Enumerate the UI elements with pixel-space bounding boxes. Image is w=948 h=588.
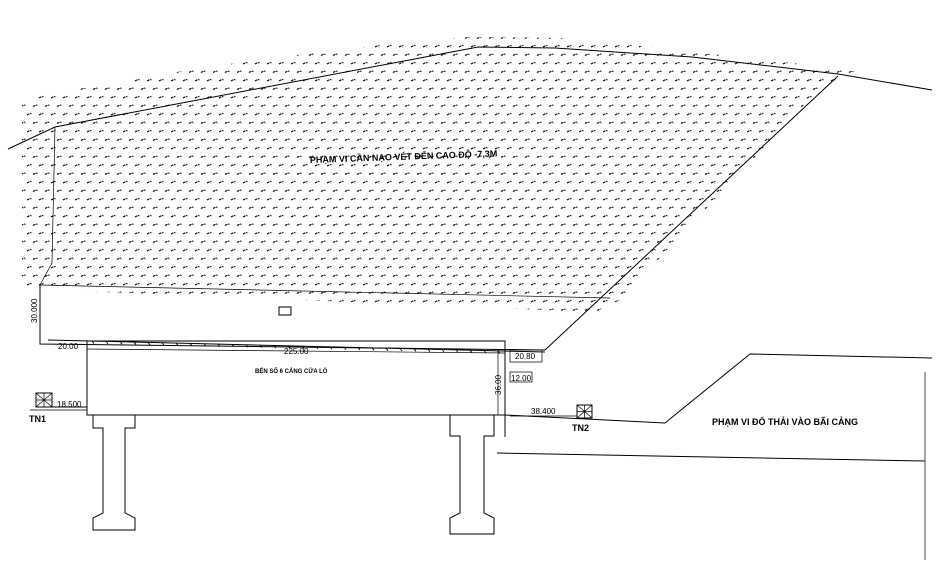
tn1-marker [35,392,53,408]
tn2-label: TN2 [572,423,589,433]
dim-225-00: 225.00 [284,347,309,356]
basin-marker [278,306,292,316]
dim-38-400: 38.400 [531,407,556,416]
wharf-front-ticks [91,340,501,354]
dump-zone-label: PHẠM VI ĐỔ THẢI VÀO BÃI CẢNG [712,416,858,427]
dim-box-20-80 [509,349,543,363]
dim-20-00: 20.00 [58,342,79,351]
pier-right [449,415,495,535]
dump-zone-outline [664,353,933,424]
dim-30000: 30.000 [30,298,39,323]
dredge-area-hatch [22,37,860,311]
top-boundary-line [7,46,933,150]
dim-36-00: 36.00 [494,374,503,395]
tn2-marker [576,404,593,419]
dim-box-12-00 [509,371,533,383]
dim-20-80: 20.80 [515,352,536,361]
dim-18-500: 18.500 [57,400,82,409]
right-diagonal-boundary [544,75,839,351]
wharf-dim-line [86,348,506,354]
wharf-front-line [47,339,546,353]
dim-12-00: 12.00 [511,374,532,383]
dump-zone-bottom [496,452,926,462]
tn1-label: TN1 [29,414,46,424]
port-name-label: BẾN SỐ 6 CẢNG CỬA LÒ [255,367,328,375]
pier-left [92,415,136,531]
dredge-zone-label: PHẠM VI CẦN NẠO VÉT ĐẾN CAO ĐỘ -7,3M [310,147,498,165]
basin-top-line [39,284,611,299]
left-boundary-line [39,126,56,286]
